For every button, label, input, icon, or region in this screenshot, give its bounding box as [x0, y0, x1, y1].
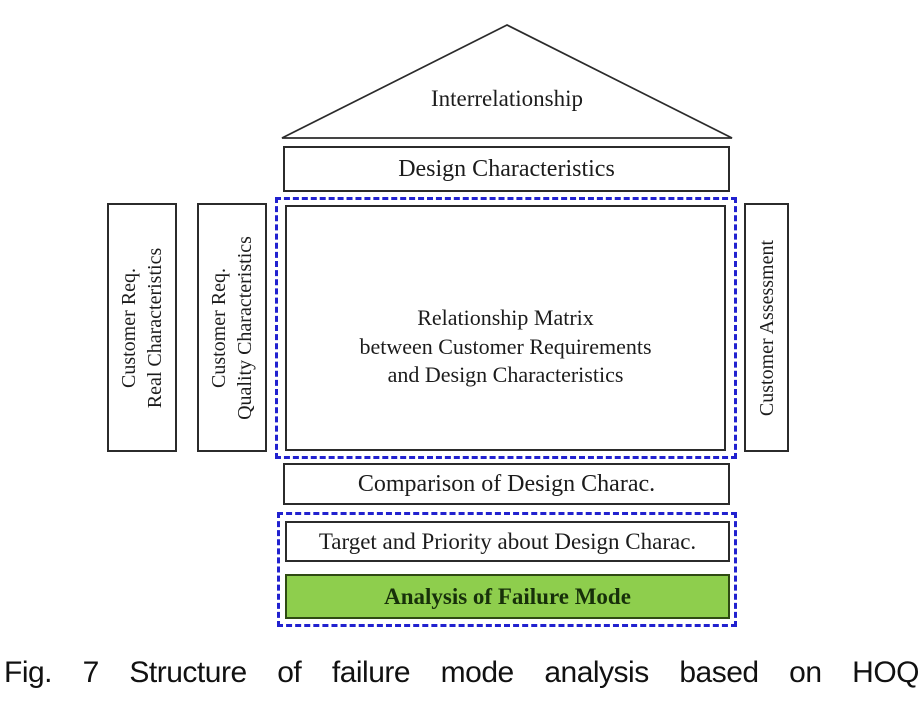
customer-assessment-box: Customer Assessment: [744, 203, 789, 452]
customer-req-real-line1: Customer Req.: [118, 267, 140, 388]
design-characteristics-label: Design Characteristics: [398, 155, 615, 182]
target-priority-box: Target and Priority about Design Charac.: [285, 521, 730, 562]
customer-req-real-line2: Real Characteristics: [144, 247, 166, 408]
roof-triangle: [281, 24, 733, 139]
customer-req-quality-label: Customer Req. Quality Characteristics: [206, 205, 258, 450]
customer-req-quality-line1: Customer Req.: [208, 267, 230, 388]
failure-mode-dashed-outline: [277, 512, 737, 627]
roof-label: Interrelationship: [430, 86, 583, 111]
comparison-box: Comparison of Design Charac.: [283, 463, 730, 505]
customer-req-real-box: Customer Req. Real Characteristics: [107, 203, 177, 452]
relationship-matrix-line3: and Design Characteristics: [387, 362, 624, 388]
customer-req-quality-box: Customer Req. Quality Characteristics: [197, 203, 267, 452]
failure-mode-analysis-label: Analysis of Failure Mode: [384, 583, 631, 609]
figure-caption: Fig. 7 Structure of failure mode analysi…: [4, 656, 920, 689]
matrix-dashed-outline: [275, 197, 737, 459]
customer-assessment-label: Customer Assessment: [755, 239, 778, 416]
relationship-matrix-line1: Relationship Matrix: [417, 305, 594, 331]
target-priority-label: Target and Priority about Design Charac.: [318, 528, 697, 554]
design-characteristics-box: Design Characteristics: [283, 146, 730, 192]
customer-req-real-label: Customer Req. Real Characteristics: [116, 205, 168, 450]
failure-mode-analysis-box: Analysis of Failure Mode: [285, 574, 730, 619]
customer-req-quality-line2: Quality Characteristics: [234, 235, 256, 420]
relationship-matrix-line2: between Customer Requirements: [359, 333, 652, 359]
relationship-matrix-box: Relationship Matrix between Customer Req…: [285, 205, 726, 451]
comparison-label: Comparison of Design Charac.: [357, 470, 656, 497]
